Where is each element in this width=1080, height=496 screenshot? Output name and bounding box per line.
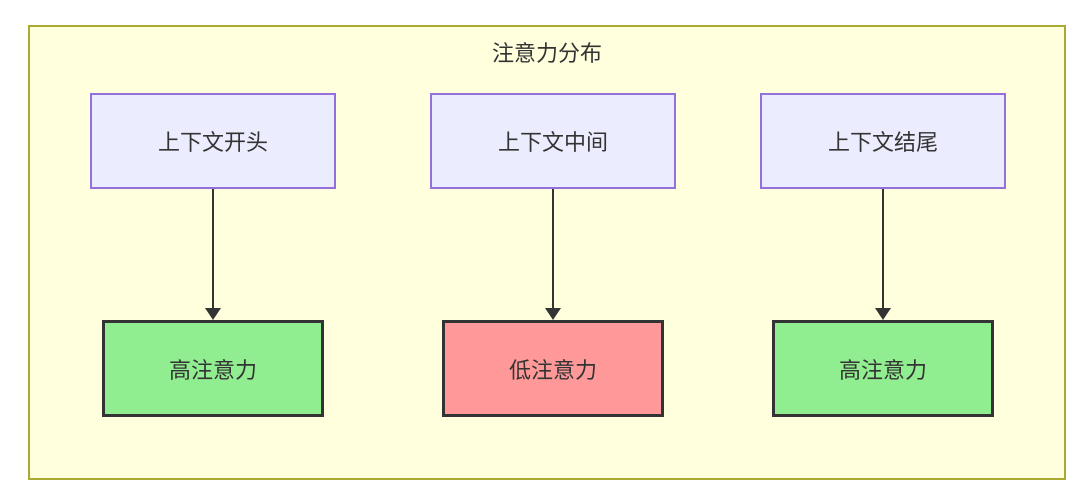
diagram-title: 注意力分布 [491, 41, 602, 66]
arrow-context-end-to-result [875, 189, 891, 320]
arrowhead-icon [875, 308, 891, 320]
result-node-high-attention-right: 高注意力 [772, 320, 994, 417]
arrowhead-icon [545, 308, 561, 320]
arrow-context-beginning-to-result [205, 189, 221, 320]
arrow-shaft [882, 189, 884, 309]
arrowhead-icon [205, 308, 221, 320]
source-node-context-beginning: 上下文开头 [90, 93, 336, 189]
arrow-shaft [212, 189, 214, 309]
source-node-context-middle: 上下文中间 [430, 93, 676, 189]
result-node-high-attention-left: 高注意力 [102, 320, 324, 417]
arrow-shaft [552, 189, 554, 309]
arrow-context-middle-to-result [545, 189, 561, 320]
source-node-context-end: 上下文结尾 [760, 93, 1006, 189]
result-node-low-attention: 低注意力 [442, 320, 664, 417]
